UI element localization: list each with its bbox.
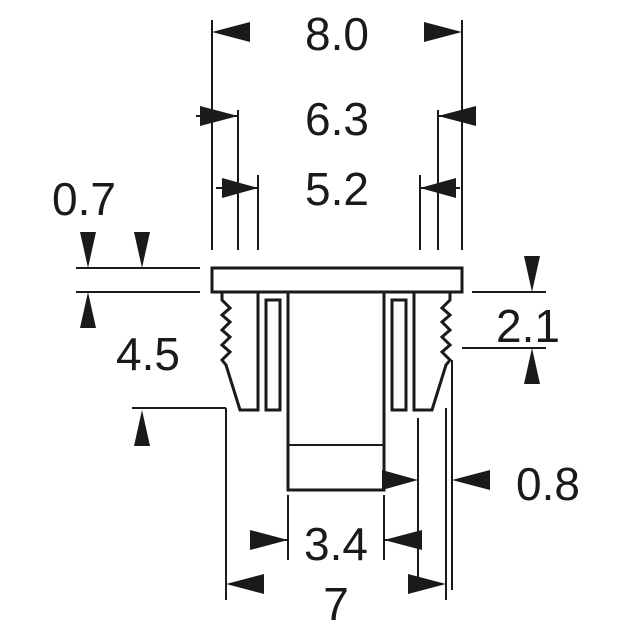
- dim-label-0-7: 0.7: [52, 173, 116, 225]
- dimension-5-2: 5.2: [216, 163, 460, 215]
- dimension-3-4: 3.4: [250, 495, 422, 570]
- dim-label-5-2: 5.2: [305, 163, 369, 215]
- dim-label-7: 7: [323, 578, 349, 630]
- dimension-4-5: 4.5: [116, 328, 226, 446]
- dim-label-3-4: 3.4: [304, 518, 368, 570]
- dimension-2-1: 2.1: [462, 256, 560, 384]
- dim-label-8-0: 8.0: [305, 8, 369, 60]
- dim-label-4-5: 4.5: [116, 328, 180, 380]
- dim-label-2-1: 2.1: [496, 300, 560, 352]
- dim-label-6-3: 6.3: [305, 93, 369, 145]
- grommet-part: [210, 266, 464, 492]
- dimension-8-0: 8.0: [212, 8, 462, 60]
- dimension-0-8: 0.8: [382, 360, 580, 590]
- dimension-0-7: 0.7: [52, 173, 200, 328]
- dimension-7: 7: [225, 408, 447, 630]
- dim-label-0-8: 0.8: [516, 458, 580, 510]
- dimension-6-3: 6.3: [196, 93, 476, 145]
